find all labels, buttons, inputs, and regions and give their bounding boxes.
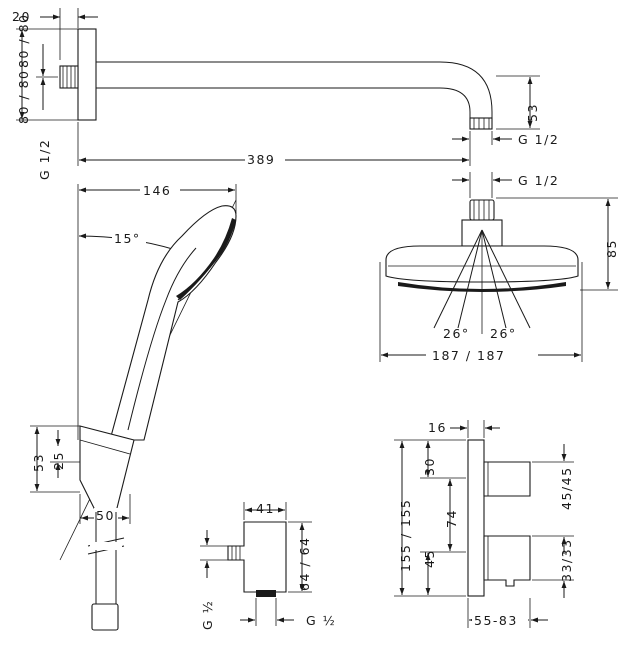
dim-spray-angle-left: 26° xyxy=(443,326,470,341)
dim-arm-outlet-thread: G 1/2 xyxy=(518,132,559,147)
dim-arm-height-upper: 80 / 80 xyxy=(16,14,31,68)
dim-thermostat-projection: 55-83 xyxy=(474,613,518,628)
dim-thermostat-lower-offset: 45 xyxy=(422,549,437,568)
thermostat-plate xyxy=(467,439,485,597)
elbow-body xyxy=(227,521,287,593)
dim-holder-width: 50 xyxy=(96,508,115,523)
dim-hand-shower-angle: 15° xyxy=(114,231,141,246)
dim-arm-length: 389 xyxy=(247,152,275,167)
dim-hand-shower-length: 146 xyxy=(143,183,171,198)
dim-thermostat-upper-handle: 45/45 xyxy=(559,466,574,510)
dim-arm-drop: 53 xyxy=(525,103,540,122)
dim-holder-height-inner: 25 xyxy=(51,451,66,470)
dim-elbow-height: 64 / 64 xyxy=(297,537,312,591)
dim-thermostat-handle-spacing: 74 xyxy=(444,509,459,528)
hand-shower-nozzles xyxy=(176,218,236,300)
dim-elbow-width: 41 xyxy=(256,501,275,516)
spray-face xyxy=(398,282,566,292)
dim-thermostat-upper-offset: 30 xyxy=(422,457,437,476)
wall-thread-nipple xyxy=(59,65,79,89)
upper-handle xyxy=(483,461,531,497)
hand-shower-drawing: 146 15° 53 25 50 xyxy=(30,182,237,631)
hose-nut xyxy=(91,603,119,631)
dim-overhead-thread: G 1/2 xyxy=(518,173,559,188)
dim-thermostat-depth: 16 xyxy=(428,420,447,435)
dim-spray-angle-right: 26° xyxy=(490,326,517,341)
elbow-outlet xyxy=(256,590,276,597)
dim-arm-wall-thread: G 1/2 xyxy=(37,139,52,180)
dim-holder-height-outer: 53 xyxy=(31,453,46,472)
wall-elbow-drawing: 41 64 / 64 G ½ G ½ xyxy=(200,501,336,630)
dim-elbow-outlet-thread: G ½ xyxy=(306,613,336,628)
wall-holder xyxy=(79,425,135,513)
wall-flange xyxy=(77,28,97,121)
thermostat-drawing: 16 155 / 155 30 74 45 45/45 33/33 55-83 xyxy=(394,420,574,628)
arm-tube xyxy=(96,61,493,119)
dim-arm-flange-width: 20 xyxy=(12,9,31,24)
overhead-shower-drawing: G 1/2 26° 26° 85 187 / 187 xyxy=(379,172,619,363)
dim-elbow-inlet-thread: G ½ xyxy=(200,600,215,630)
dim-thermostat-lower-handle: 33/33 xyxy=(559,538,574,582)
dim-overhead-height: 85 xyxy=(604,239,619,258)
dim-arm-height-lower: 80 / 80 xyxy=(16,70,31,124)
dim-thermostat-height: 155 / 155 xyxy=(398,499,413,572)
arm-outlet xyxy=(469,117,493,130)
dim-overhead-diameter: 187 / 187 xyxy=(432,348,505,363)
shower-arm-drawing: 20 80 / 80 80 / 80 G 1/2 53 G 1/2 389 xyxy=(12,8,559,180)
lower-handle xyxy=(483,535,531,587)
